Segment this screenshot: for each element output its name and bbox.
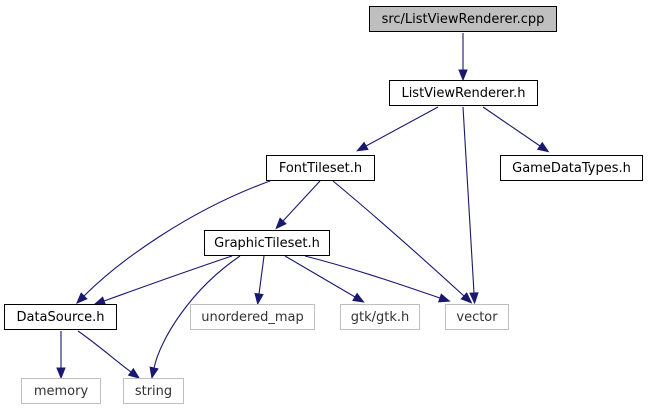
- edge-listviewrenderer-h-to-vector: [462, 106, 479, 305]
- edge-listviewrenderer-cpp-to-listviewrenderer-h: [458, 33, 468, 82]
- node-gtk-gtk-h[interactable]: gtk/gtk.h: [340, 304, 420, 330]
- edge-line: [282, 180, 321, 222]
- edge-fonttileset-h-to-datasource-h: [75, 180, 271, 305]
- edge-line: [77, 330, 132, 373]
- edge-arrowhead: [438, 293, 451, 303]
- node-unordered-map[interactable]: unordered_map: [190, 304, 315, 330]
- node-listviewrenderer-h[interactable]: ListViewRenderer.h: [389, 80, 538, 106]
- edge-line: [153, 255, 241, 369]
- node-fonttileset-h[interactable]: FontTileset.h: [266, 155, 375, 181]
- edge-line: [304, 255, 441, 299]
- node-graphictileset-h[interactable]: GraphicTileset.h: [204, 230, 330, 256]
- edge-line: [332, 180, 465, 297]
- edge-arrowhead: [536, 141, 550, 153]
- node-memory[interactable]: memory: [21, 378, 101, 404]
- node-gamedatatypes-h[interactable]: GameDataTypes.h: [500, 155, 643, 181]
- edge-line: [284, 255, 356, 298]
- edge-datasource-h-to-string: [77, 330, 141, 379]
- edge-arrowhead: [275, 217, 287, 230]
- edge-arrowhead: [75, 292, 88, 305]
- edge-arrowhead: [127, 367, 141, 379]
- edge-graphictileset-h-to-datasource-h: [93, 255, 233, 306]
- edge-graphictileset-h-to-unordered-map: [254, 255, 265, 306]
- node-datasource-h[interactable]: DataSource.h: [4, 304, 117, 330]
- edge-arrowhead: [460, 292, 473, 304]
- edge-datasource-h-to-memory: [56, 331, 66, 380]
- edge-arrowhead: [458, 69, 468, 82]
- edge-listviewrenderer-h-to-gamedatatypes-h: [482, 106, 550, 153]
- edge-graphictileset-h-to-vector: [304, 255, 451, 303]
- edge-line: [462, 106, 475, 294]
- node-listviewrenderer-cpp[interactable]: src/ListViewRenderer.cpp: [369, 6, 557, 32]
- edge-graphictileset-h-to-gtk-gtk-h: [284, 255, 365, 303]
- edge-arrowhead: [149, 366, 159, 380]
- node-vector[interactable]: vector: [445, 304, 509, 330]
- edge-line: [258, 255, 265, 295]
- edge-arrowhead: [469, 292, 479, 305]
- edge-arrowhead: [56, 367, 66, 380]
- edge-fonttileset-h-to-graphictileset-h: [275, 180, 321, 230]
- edge-line: [482, 106, 541, 147]
- node-string[interactable]: string: [123, 378, 184, 404]
- edge-arrowhead: [352, 292, 365, 303]
- edge-fonttileset-h-to-vector: [332, 180, 473, 304]
- edge-line: [83, 180, 271, 297]
- edge-listviewrenderer-h-to-fonttileset-h: [356, 106, 439, 152]
- edge-line: [103, 255, 233, 302]
- edge-graphictileset-h-to-string: [149, 255, 241, 380]
- edge-arrowhead: [356, 141, 369, 152]
- edge-arrowhead: [254, 292, 264, 306]
- edge-line: [365, 106, 439, 147]
